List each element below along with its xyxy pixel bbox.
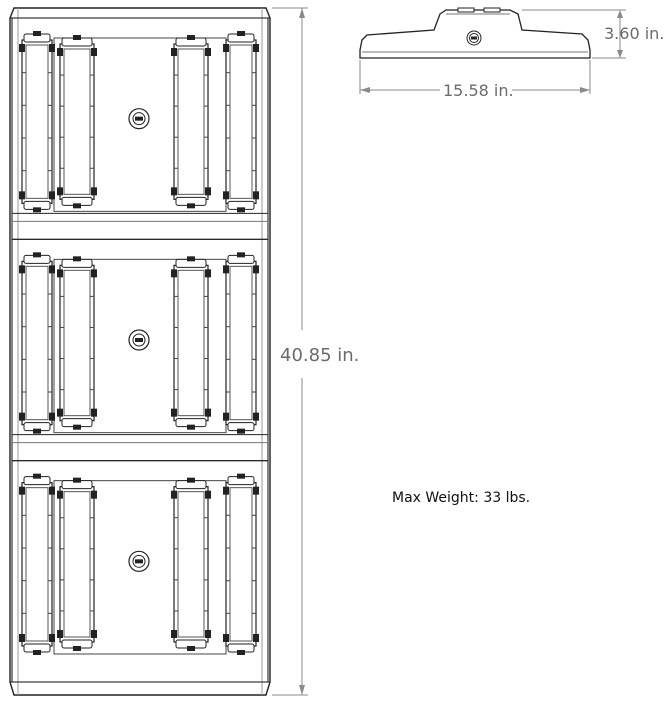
fixture-module (11, 460, 269, 683)
driver-housing (171, 256, 211, 430)
side-profile-outline (359, 9, 591, 59)
fixture-outline (9, 7, 271, 696)
fixture-module (11, 17, 269, 240)
sensor-port-icon (128, 550, 150, 572)
driver-housing (223, 473, 259, 655)
module-group (11, 17, 269, 683)
driver-housing (19, 252, 55, 434)
dimension-lines (272, 7, 626, 696)
driver-housing (171, 35, 211, 209)
sensor-port-icon (128, 329, 150, 351)
sensor-port-icon (466, 30, 482, 46)
height-label: 3.60 in. (604, 24, 664, 43)
driver-housing (171, 477, 211, 651)
max-weight-note: Max Weight: 33 lbs. (392, 490, 530, 506)
driver-housing (57, 477, 97, 651)
fixture-module (11, 238, 269, 462)
sensor-port-icon (128, 108, 150, 130)
width-label: 15.58 in. (443, 81, 514, 100)
overall-length-label: 40.85 in. (280, 345, 359, 366)
driver-housing (57, 256, 97, 430)
fixture-side-view (359, 7, 591, 59)
fixture-top-view (9, 7, 271, 696)
driver-housing (223, 252, 259, 434)
driver-housing (19, 473, 55, 655)
driver-housing (57, 35, 97, 209)
driver-housing (223, 31, 259, 213)
driver-housing (19, 31, 55, 213)
